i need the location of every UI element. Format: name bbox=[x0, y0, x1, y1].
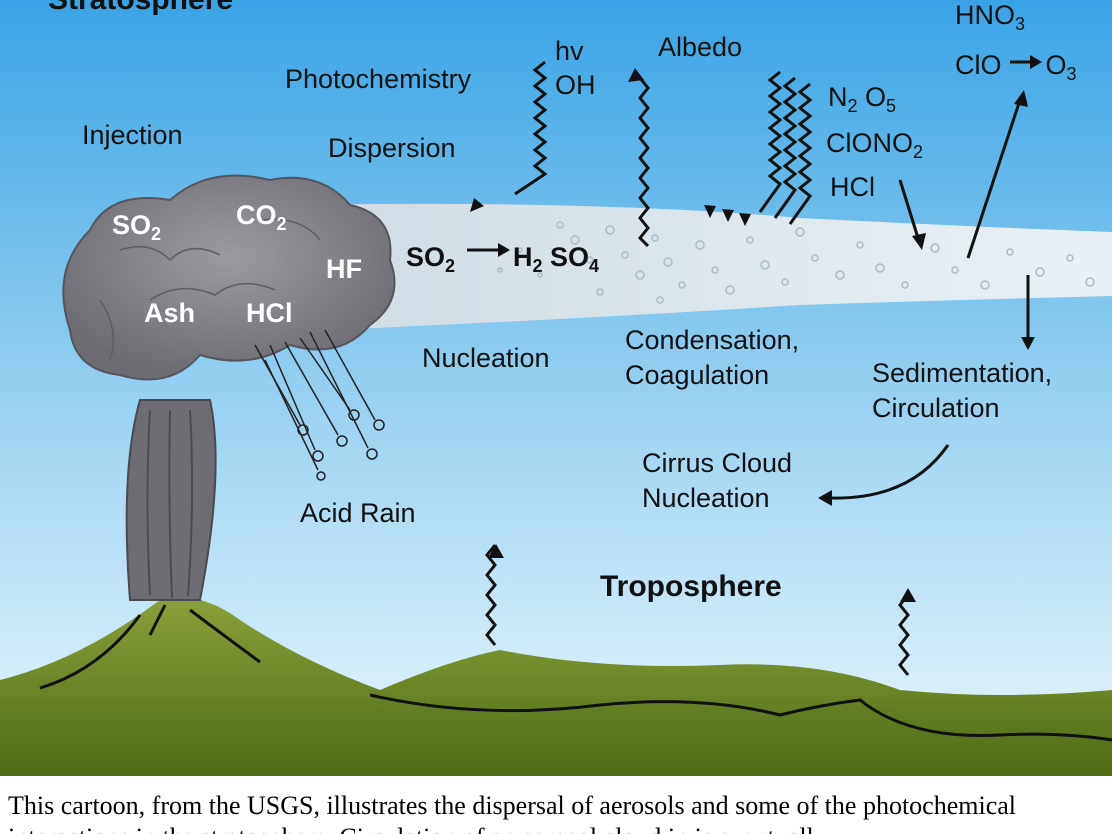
nucleation-label: Nucleation bbox=[422, 343, 550, 373]
stratosphere-title: Stratosphere bbox=[48, 0, 233, 15]
hv-label: hv bbox=[555, 36, 584, 66]
n-text: N bbox=[828, 82, 848, 112]
o-subscript: 5 bbox=[886, 96, 897, 116]
reaction-h-text: H bbox=[513, 242, 533, 272]
reaction-so2: SO2 bbox=[406, 242, 456, 276]
ground-line bbox=[369, 693, 1112, 742]
volcano-crack-center bbox=[148, 604, 167, 636]
oh-label: OH bbox=[555, 70, 596, 100]
reaction-so4-subscript: 4 bbox=[589, 256, 600, 276]
process-arrowheads bbox=[498, 55, 1042, 506]
diagram-graphics bbox=[0, 0, 1112, 776]
photochemistry-label: Photochemistry bbox=[285, 64, 472, 94]
reaction-so2-subscript: 2 bbox=[445, 256, 456, 276]
aerosol-particles bbox=[497, 221, 1095, 304]
o3-text: O bbox=[1045, 50, 1067, 80]
acid-rain-label: Acid Rain bbox=[300, 498, 416, 528]
o3-subscript: 3 bbox=[1066, 64, 1077, 84]
reaction-h2so4: H2 SO4 bbox=[513, 242, 600, 276]
hno3-text: HNO bbox=[955, 0, 1015, 30]
reaction-h2-subscript: 2 bbox=[532, 256, 543, 276]
reaction-so4-text: SO bbox=[550, 242, 590, 272]
clo-o3-label: ClO O3 bbox=[955, 50, 1077, 84]
aerosol-plume bbox=[300, 203, 1112, 330]
co-cloud-text: CO bbox=[236, 200, 277, 230]
hcl-right-label: HCl bbox=[830, 172, 875, 202]
dispersion-label: Dispersion bbox=[328, 133, 456, 163]
process-arrows bbox=[467, 60, 1030, 500]
n2o5-label: N2 O5 bbox=[828, 82, 897, 116]
column-streaks bbox=[146, 409, 194, 599]
troposphere-title: Troposphere bbox=[600, 570, 782, 603]
cirrus-label-line1: Cirrus Cloud bbox=[642, 448, 793, 478]
clono2-label: ClONO2 bbox=[826, 128, 924, 162]
injection-label: Injection bbox=[82, 120, 183, 150]
volcano-crack-left bbox=[39, 614, 142, 690]
ash-cloud-label: Ash bbox=[144, 298, 196, 328]
arrowheads bbox=[470, 68, 916, 602]
volcano-crack-right bbox=[189, 608, 261, 664]
clono-text: ClONO bbox=[826, 128, 913, 158]
o-text: O bbox=[865, 82, 887, 112]
so2-cloud-subscript: 2 bbox=[151, 224, 162, 244]
condensation-label: Condensation, bbox=[625, 325, 800, 355]
so2-cloud-label: SO2 bbox=[112, 210, 162, 244]
coagulation-label: Coagulation bbox=[625, 360, 770, 390]
hno3-label: HNO3 bbox=[955, 0, 1026, 34]
hno3-subscript: 3 bbox=[1015, 14, 1026, 34]
acid-rain-drops bbox=[254, 329, 385, 481]
radiation-arrows bbox=[485, 60, 910, 676]
cirrus-label-line2: Nucleation bbox=[642, 483, 770, 513]
reaction-so-text: SO bbox=[406, 242, 446, 272]
aerosol-diagram: Stratosphere Troposphere Injection Photo… bbox=[0, 0, 1112, 776]
clo-text: ClO bbox=[955, 50, 1002, 80]
co2-cloud-label: CO2 bbox=[236, 200, 287, 234]
n-subscript: 2 bbox=[847, 96, 858, 116]
ground bbox=[0, 597, 1112, 776]
co2-cloud-subscript: 2 bbox=[276, 214, 287, 234]
hcl-cloud-label: HCl bbox=[246, 298, 293, 328]
clono2-subscript: 2 bbox=[913, 142, 924, 162]
ash-cloud bbox=[62, 174, 396, 381]
circulation-label: Circulation bbox=[872, 393, 1000, 423]
so-cloud-text: SO bbox=[112, 210, 152, 240]
sedimentation-label: Sedimentation, bbox=[872, 358, 1053, 388]
figure-caption: This cartoon, from the USGS, illustrates… bbox=[8, 791, 1016, 834]
hf-cloud-label: HF bbox=[326, 254, 362, 284]
albedo-label: Albedo bbox=[658, 32, 743, 62]
cloud-contours bbox=[99, 218, 321, 361]
